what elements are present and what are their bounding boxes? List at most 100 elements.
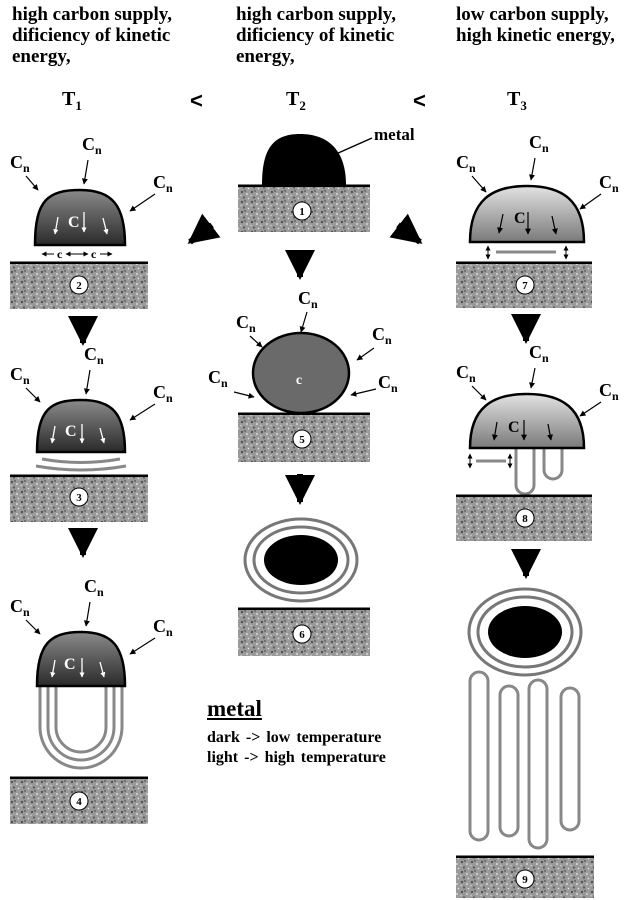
carbon-source-label: Cn — [298, 288, 318, 311]
svg-text:Cn: Cn — [84, 576, 104, 599]
cn-base: C — [10, 364, 23, 384]
cn-base: C — [82, 134, 95, 154]
cn-base: C — [456, 152, 469, 172]
nanotube-bundle — [470, 672, 579, 848]
cn-sub: n — [97, 585, 104, 599]
cn-sub: n — [23, 605, 30, 619]
cn-sub: n — [385, 333, 392, 347]
cn-sub: n — [166, 391, 173, 405]
step-number-4: 4 — [76, 796, 82, 808]
cn-base: C — [153, 616, 166, 636]
carbon-source-label: Cn — [153, 382, 173, 405]
carbon-source-label: Cn — [84, 344, 104, 367]
svg-text:Cn: Cn — [10, 364, 30, 387]
svg-text:Cn: Cn — [372, 324, 392, 347]
carbon-source-label: Cn — [529, 132, 549, 155]
cn-base: C — [372, 324, 385, 344]
carbon-source-label: Cn — [599, 172, 619, 195]
carbon-source-label: Cn — [529, 342, 549, 365]
step-number-7: 7 — [522, 280, 528, 292]
carbon-diffusion-label: c — [91, 247, 97, 261]
metal-particle — [37, 400, 125, 452]
cn-sub: n — [311, 297, 318, 311]
cn-sub: n — [97, 353, 104, 367]
cn-base: C — [298, 288, 311, 308]
metal-particle — [37, 632, 125, 686]
step-number-1: 1 — [299, 206, 305, 218]
legend-title: metal — [207, 696, 386, 722]
carbon-source-label: Cn — [84, 576, 104, 599]
svg-text:Cn: Cn — [599, 172, 619, 195]
metal-particle — [488, 606, 562, 658]
cn-base: C — [529, 342, 542, 362]
step-6: 6 — [238, 519, 370, 656]
metal-particle — [470, 394, 584, 448]
cn-sub: n — [95, 143, 102, 157]
metal-particle — [264, 535, 338, 585]
cn-sub: n — [221, 376, 228, 390]
svg-text:Cn: Cn — [456, 152, 476, 175]
carbon-source-label: Cn — [10, 152, 30, 175]
carbon-source-label: Cn — [153, 172, 173, 195]
carbon-source-label: Cn — [10, 364, 30, 387]
metal-label: metal — [374, 125, 415, 144]
cn-base: C — [456, 362, 469, 382]
legend-light-line: light -> high temperature — [207, 748, 386, 768]
legend: metal dark -> low temperature light -> h… — [207, 696, 386, 768]
svg-text:Cn: Cn — [10, 596, 30, 619]
carbon-source-label: Cn — [208, 367, 228, 390]
step-9: 9 — [456, 589, 594, 898]
nanotube-walls — [40, 682, 122, 768]
arrow-to-step-7 — [398, 225, 420, 242]
svg-text:Cn: Cn — [84, 344, 104, 367]
step-number-6: 6 — [299, 629, 305, 641]
cn-sub: n — [612, 181, 619, 195]
svg-text:Cn: Cn — [378, 372, 398, 395]
svg-text:Cn: Cn — [236, 312, 256, 335]
step-8: C 8 Cn Cn Cn — [456, 342, 619, 541]
cn-base: C — [153, 172, 166, 192]
step-7: C 7 Cn Cn Cn — [456, 132, 619, 308]
svg-text:Cn: Cn — [153, 382, 173, 405]
carbon-diffusion-label: c — [57, 247, 63, 261]
cn-base: C — [236, 312, 249, 332]
carbon-source-label: Cn — [456, 152, 476, 175]
carbon-source-label: Cn — [372, 324, 392, 347]
cn-base: C — [10, 596, 23, 616]
cn-base: C — [153, 382, 166, 402]
carbon-symbol: c — [296, 373, 302, 388]
step-number-2: 2 — [76, 280, 82, 292]
cn-base: C — [208, 367, 221, 387]
carbon-source-label: Cn — [378, 372, 398, 395]
cn-base: C — [599, 172, 612, 192]
carbon-symbol: C — [68, 214, 80, 231]
cn-sub: n — [542, 141, 549, 155]
cn-sub: n — [166, 625, 173, 639]
step-3: C 3 Cn Cn Cn — [10, 344, 173, 522]
svg-text:Cn: Cn — [10, 152, 30, 175]
svg-text:Cn: Cn — [82, 134, 102, 157]
carbon-symbol: C — [514, 210, 526, 227]
arrow-to-step-2 — [190, 225, 212, 242]
carbon-source-label: Cn — [153, 616, 173, 639]
step-1: metal 1 — [238, 125, 415, 232]
cn-sub: n — [469, 161, 476, 175]
metal-particle — [35, 190, 125, 245]
carbon-symbol: C — [64, 656, 76, 673]
cn-base: C — [84, 576, 97, 596]
cn-base: C — [529, 132, 542, 152]
carbon-source-label: Cn — [82, 134, 102, 157]
cn-base: C — [378, 372, 391, 392]
carbon-source-label: Cn — [599, 380, 619, 403]
step-2: C c c 2 Cn Cn Cn — [10, 134, 173, 309]
cn-sub: n — [166, 181, 173, 195]
metal-particle — [262, 134, 346, 185]
svg-text:Cn: Cn — [599, 380, 619, 403]
carbon-source-label: Cn — [236, 312, 256, 335]
carbon-source-label: Cn — [456, 362, 476, 385]
carbon-source-label: Cn — [10, 596, 30, 619]
cn-base: C — [84, 344, 97, 364]
step-number-5: 5 — [299, 434, 305, 446]
svg-text:Cn: Cn — [153, 616, 173, 639]
cn-sub: n — [612, 389, 619, 403]
